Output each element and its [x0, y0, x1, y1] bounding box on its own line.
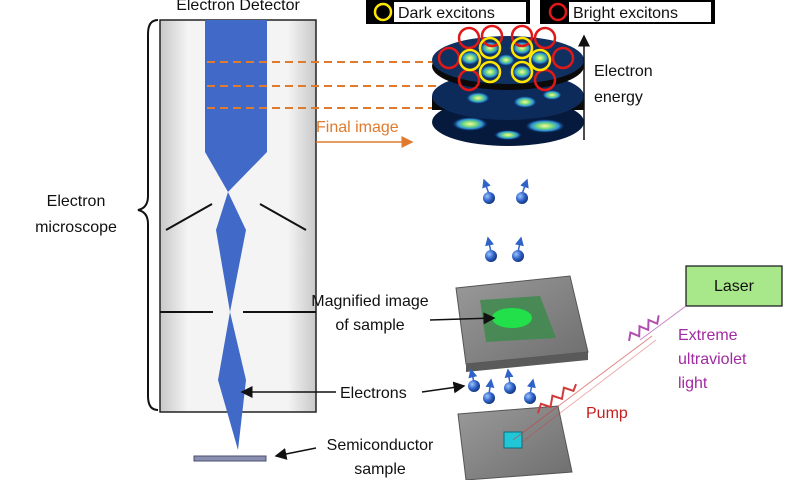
- bright-exciton-ring-4: [533, 26, 557, 50]
- energy-label-line1: Electron: [594, 63, 653, 80]
- dark-exciton-ring-2: [510, 36, 534, 60]
- electron-icon: [524, 392, 536, 404]
- electron-spin-arrow: [520, 178, 529, 195]
- pump-beam: [512, 335, 653, 441]
- microscope-bracket: [137, 19, 159, 411]
- legend-bright-text: Bright excitons: [573, 5, 678, 22]
- disk-bottom-blob-3: [494, 130, 522, 140]
- top-blob-6: [512, 65, 532, 79]
- electron-spin-arrow: [504, 368, 514, 385]
- lens-left: [165, 203, 213, 231]
- legend-dark-text-bg: [394, 2, 526, 22]
- electron-group-bottom: [468, 368, 536, 404]
- dark-exciton-ring-6: [510, 60, 534, 84]
- dark-exciton-ring-4: [528, 48, 552, 72]
- disk-middle-blob-1: [466, 92, 490, 104]
- electron-beam: [205, 20, 267, 450]
- semiconductor-arrow: [274, 447, 317, 460]
- semiconductor-label-line1: Semiconductor: [327, 437, 434, 454]
- electron-spin-arrow: [482, 178, 491, 195]
- bright-exciton-ring-1: [457, 26, 481, 50]
- electron-spin-arrow: [485, 378, 495, 395]
- electron-icon: [512, 250, 524, 262]
- semiconductor-label-line2: sample: [354, 461, 406, 478]
- legend-dark-text: Dark excitons: [398, 5, 495, 22]
- magnified-label-line1: Magnified image: [311, 293, 429, 310]
- disk-middle-blob-3: [542, 90, 562, 100]
- pump-label: Pump: [586, 405, 628, 422]
- top-blob-5: [480, 65, 500, 79]
- legend-bright-text-bg: [569, 2, 711, 22]
- bright-exciton-ring-2: [480, 24, 504, 48]
- electron-icon: [468, 380, 480, 392]
- pump-beam-2: [521, 339, 657, 443]
- bright-exciton-ring-3: [510, 24, 534, 48]
- euv-label-line1: Extreme: [678, 327, 738, 344]
- electrons-label: Electrons: [340, 385, 407, 402]
- electron-spin-arrow: [515, 236, 524, 253]
- microscope-label-line1: Electron: [47, 193, 106, 210]
- electron-spin-arrow: [527, 378, 536, 395]
- disk-bottom-blob-2: [525, 119, 565, 133]
- top-blob-7: [497, 54, 515, 66]
- bright-exciton-marker-icon: [548, 2, 568, 22]
- electron-spin-arrow: [468, 368, 478, 383]
- electron-icon: [483, 192, 495, 204]
- electron-group-middle: [485, 236, 524, 262]
- laser-beam: [639, 305, 687, 341]
- disk-middle-blob-2: [513, 96, 537, 108]
- laser-label: Laser: [714, 278, 755, 295]
- magnified-label-line2: of sample: [335, 317, 404, 334]
- electron-icon: [485, 250, 497, 262]
- top-blob-3: [460, 51, 480, 65]
- dark-exciton-ring-3: [458, 48, 482, 72]
- electrons-arrow-right: [421, 381, 466, 394]
- euv-pulse: [628, 315, 660, 342]
- electron-spin-arrow: [485, 236, 494, 253]
- plate-edge: [466, 352, 588, 372]
- lens-right: [259, 203, 307, 231]
- laser-box: [685, 265, 783, 307]
- top-blob-1: [480, 41, 500, 55]
- euv-label-line3: light: [678, 375, 708, 392]
- final-image-label: Final image: [316, 119, 399, 136]
- dark-exciton-ring-1: [478, 36, 502, 60]
- sample-spot: [492, 308, 532, 328]
- energy-disk-stack: [432, 24, 584, 146]
- magnified-sample-plate: [455, 275, 589, 372]
- euv-label-line2: ultraviolet: [678, 351, 747, 368]
- top-blob-4: [530, 51, 550, 65]
- energy-label-line2: energy: [594, 89, 643, 106]
- dark-exciton-marker-icon: [373, 2, 393, 22]
- semiconductor-plate: [457, 405, 573, 480]
- electron-icon: [504, 382, 516, 394]
- disk-bottom-blob-1: [452, 117, 488, 131]
- magnified-arrow: [429, 312, 496, 325]
- sample-bar: [193, 455, 267, 462]
- electron-icon: [483, 392, 495, 404]
- pump-pulse: [536, 383, 577, 414]
- electron-icon: [516, 192, 528, 204]
- detector-label: Electron Detector: [176, 0, 300, 14]
- dark-exciton-ring-5: [478, 60, 502, 84]
- bright-exciton-ring-6: [551, 46, 575, 70]
- electron-group-top: [482, 178, 529, 204]
- microscope-label-line2: microscope: [35, 219, 117, 236]
